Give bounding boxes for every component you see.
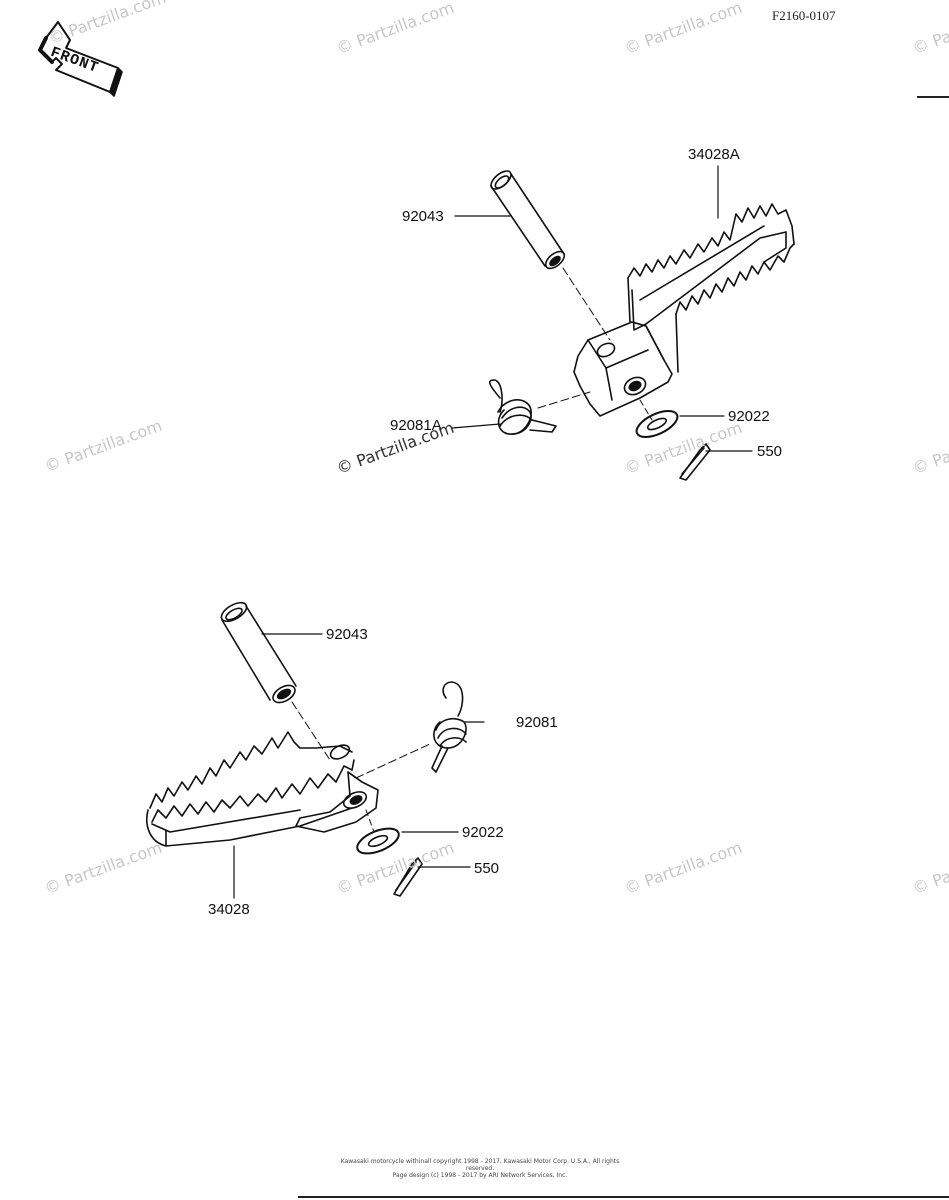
lower-pin-axis-line — [291, 701, 331, 761]
upper-washer-92022 — [635, 410, 679, 438]
upper-spring-92081A — [488, 379, 557, 435]
label-lower-pin: 92043 — [326, 626, 368, 643]
label-upper-washer: 92022 — [728, 408, 770, 425]
upper-cotter-pin-550 — [679, 443, 711, 481]
copyright-line-1: Kawasaki motorcycle withinall copyright … — [340, 1158, 620, 1172]
label-lower-cotter: 550 — [474, 860, 500, 877]
label-lower-footpeg: 34028 — [208, 901, 250, 918]
lower-washer-axis-line — [365, 809, 375, 833]
label-upper-footpeg: 34028A — [688, 146, 740, 163]
label-upper-cotter: 550 — [757, 443, 783, 460]
lower-spring-92081 — [431, 681, 467, 773]
copyright-footer: Kawasaki motorcycle withinall copyright … — [330, 1158, 630, 1179]
scan-edge-line — [298, 1196, 949, 1198]
label-lower-spring: 92081 — [516, 714, 558, 731]
leader-upper-spring — [451, 423, 501, 429]
upper-spring-axis-line — [537, 391, 591, 409]
upper-pin-92043 — [490, 170, 566, 270]
label-upper-spring: 92081A — [390, 417, 442, 434]
label-lower-washer: 92022 — [462, 824, 504, 841]
lower-cotter-pin-550 — [393, 857, 423, 897]
lower-spring-axis-line — [355, 743, 431, 779]
lower-footpeg-34028 — [146, 731, 379, 847]
copyright-line-2: Page design (c) 1998 - 2017 by ARI Netwo… — [392, 1172, 568, 1179]
label-upper-pin: 92043 — [402, 208, 444, 225]
upper-washer-axis-line — [639, 399, 653, 421]
upper-footpeg-34028A — [573, 203, 795, 417]
figure-code: F2160-0107 — [772, 8, 836, 23]
lower-washer-92022 — [356, 827, 400, 855]
upper-pin-axis-line — [562, 267, 611, 341]
scan-edge-tick — [917, 96, 949, 98]
lower-pin-92043 — [220, 601, 297, 704]
front-arrow-icon — [38, 21, 123, 97]
